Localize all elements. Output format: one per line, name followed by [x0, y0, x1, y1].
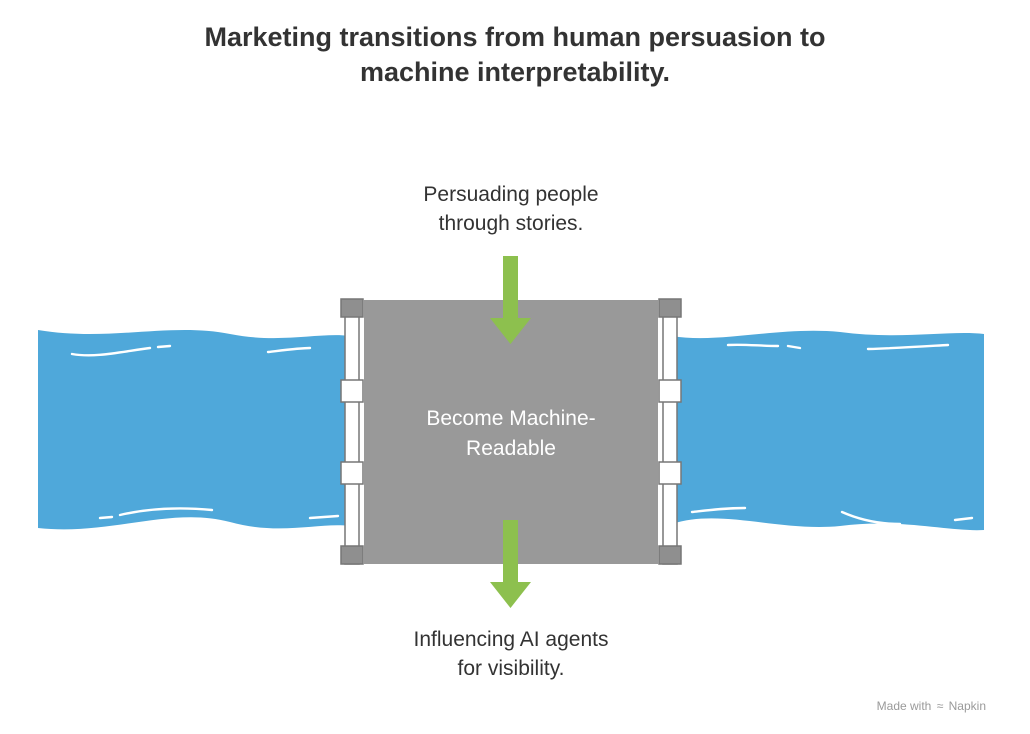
- right-frame-cap-top: [658, 298, 682, 318]
- made-with-text: Made with: [876, 699, 932, 713]
- output-label-line-2: for visibility.: [457, 657, 565, 680]
- wave-line: [840, 510, 902, 526]
- left-frame-block-2: [340, 461, 364, 485]
- left-frame-block-1: [340, 379, 364, 403]
- wave-line: [690, 506, 747, 514]
- napkin-brand: Napkin: [948, 699, 986, 713]
- wave-line: [866, 343, 950, 351]
- right-gate-frame: [658, 298, 682, 565]
- wave-highlights: [70, 343, 974, 526]
- wave-line: [70, 346, 152, 357]
- wave-line: [118, 507, 214, 517]
- right-water-channel: [672, 330, 984, 531]
- napkin-icon: ≈: [936, 699, 944, 713]
- wave-line: [953, 516, 974, 522]
- wave-line: [308, 514, 340, 520]
- right-frame-block-2: [658, 461, 682, 485]
- left-water-channel: [38, 330, 350, 530]
- title-line-1: Marketing transitions from human persuas…: [204, 22, 826, 52]
- left-frame-cap-top: [340, 298, 364, 318]
- wave-line: [786, 344, 802, 350]
- diagram-title: Marketing transitions from human persuas…: [0, 20, 1030, 90]
- left-frame-cap-bottom: [340, 545, 364, 565]
- input-label-line-1: Persuading people: [423, 183, 599, 206]
- wave-line: [98, 515, 114, 520]
- napkin-attribution[interactable]: Made with ≈ Napkin: [877, 699, 986, 713]
- output-label-line-1: Influencing AI agents: [413, 628, 609, 651]
- title-line-2: machine interpretability.: [359, 57, 671, 87]
- output-arrow: [490, 520, 531, 608]
- gate-label-line-1: Become Machine-: [426, 407, 596, 430]
- output-label: Influencing AI agents for visibility.: [331, 625, 691, 683]
- input-label: Persuading people through stories.: [331, 180, 691, 238]
- wave-line: [266, 346, 312, 354]
- right-frame-cap-bottom: [658, 545, 682, 565]
- left-gate-frame: [340, 298, 364, 565]
- gate-label-line-2: Readable: [466, 437, 556, 460]
- input-arrow: [490, 256, 531, 344]
- right-frame-block-1: [658, 379, 682, 403]
- wave-line: [156, 344, 172, 349]
- wave-line: [726, 343, 780, 348]
- input-label-line-2: through stories.: [438, 212, 584, 235]
- gate-label: Become Machine- Readable: [365, 404, 657, 464]
